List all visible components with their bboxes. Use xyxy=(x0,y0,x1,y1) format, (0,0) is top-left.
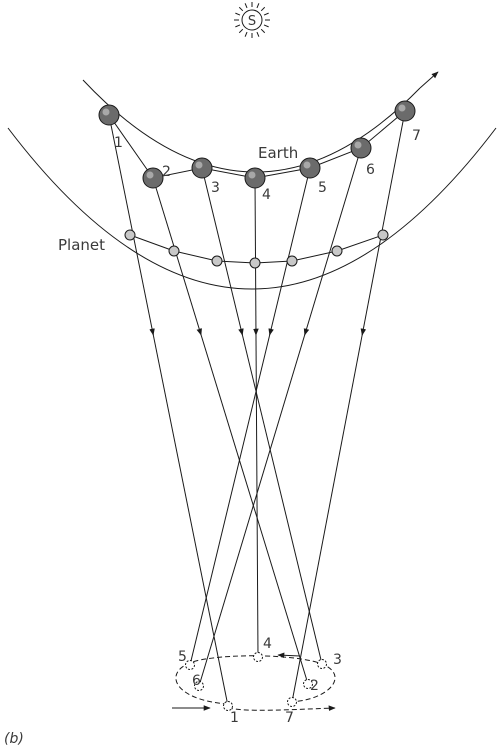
earth-globe-icon xyxy=(191,157,213,179)
sight-line xyxy=(108,114,229,707)
earth-globe-icon xyxy=(299,157,321,179)
apparent-position-dot xyxy=(223,701,233,711)
planet-orbit xyxy=(7,127,497,290)
sight-line xyxy=(198,147,362,687)
planet-dot xyxy=(124,229,136,241)
earth-orbit xyxy=(82,79,421,173)
apparent-position-label: 6 xyxy=(192,673,201,689)
earth-globe-icon xyxy=(142,167,164,189)
sight-line-arrow xyxy=(303,328,310,336)
apparent-position-label: 7 xyxy=(285,710,294,726)
planet-dot xyxy=(331,245,343,257)
sight-line xyxy=(254,177,259,658)
sight-line xyxy=(189,167,311,666)
earth-position-label: 3 xyxy=(211,180,220,196)
apparent-positions: 1 23 4 56 7 xyxy=(178,636,342,726)
earth-globe-icon xyxy=(350,137,372,159)
planet-label: Planet xyxy=(58,236,105,254)
sight-line-arrow xyxy=(238,328,244,336)
earth-position-label: 1 xyxy=(114,135,123,151)
sun-icon: S xyxy=(234,2,270,38)
apparent-position-label: 5 xyxy=(178,649,187,665)
earth-orbit-direction xyxy=(419,71,439,89)
earth-position-label: 2 xyxy=(162,164,171,180)
apparent-exit-line xyxy=(227,705,336,712)
sight-line-arrow xyxy=(196,328,202,336)
earth-position-label: 7 xyxy=(412,128,421,144)
sight-line-arrow xyxy=(268,328,274,336)
apparent-loop-reverse-arrow xyxy=(277,652,301,659)
apparent-position-label: 3 xyxy=(333,652,342,668)
earth-position-label: 5 xyxy=(318,180,327,196)
apparent-position-label: 4 xyxy=(263,636,272,652)
panel-label: (b) xyxy=(4,731,24,747)
planet-positions xyxy=(124,229,389,269)
planet-dot xyxy=(286,255,298,267)
sight-line-arrow xyxy=(149,328,155,336)
planet-dot xyxy=(377,229,389,241)
apparent-path: 1 23 4 56 7 xyxy=(172,636,342,726)
sun-label: S xyxy=(248,14,256,29)
earth-globe-icon xyxy=(394,100,416,122)
sight-line xyxy=(291,110,406,703)
apparent-position-label: 2 xyxy=(310,678,319,694)
sight-line xyxy=(152,177,309,685)
sight-line xyxy=(201,167,323,665)
apparent-position-dot xyxy=(287,697,297,707)
earth-label: Earth xyxy=(258,144,298,162)
sight-line-arrow xyxy=(360,328,367,336)
apparent-position-dot xyxy=(253,652,263,662)
apparent-position-dot xyxy=(185,660,195,670)
earth-globe-icon xyxy=(244,167,266,189)
earth-position-label: 4 xyxy=(262,187,271,203)
apparent-position-dot xyxy=(303,679,313,689)
earth-positions: 1 2 3 4 5 6 7 xyxy=(98,100,421,203)
apparent-position-label: 1 xyxy=(230,710,239,726)
planet-dot xyxy=(249,257,261,269)
planet-dot xyxy=(168,245,180,257)
earth-globe-icon xyxy=(98,104,120,126)
apparent-position-dot xyxy=(194,681,204,691)
earth-position-label: 6 xyxy=(366,162,375,178)
sight-lines xyxy=(108,110,406,707)
apparent-position-dot xyxy=(317,659,327,669)
planet-dot xyxy=(211,255,223,267)
